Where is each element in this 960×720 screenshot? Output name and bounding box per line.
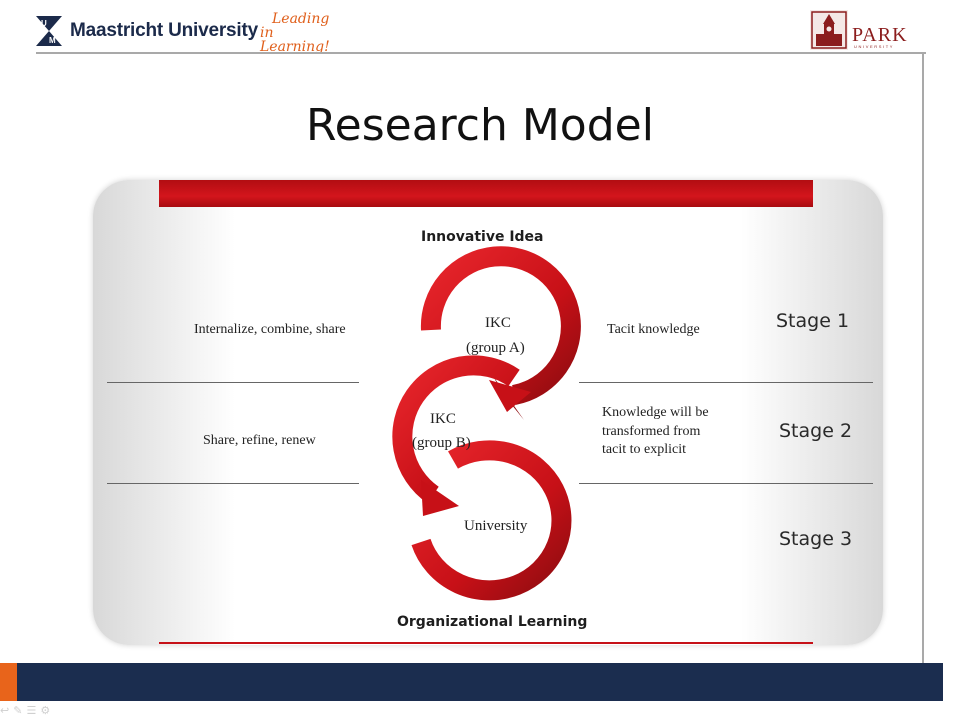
right-text-stage-2-line-1: Knowledge will be [602,405,709,420]
divider-right-2 [579,483,873,484]
pen-icon[interactable]: ✎ [13,705,27,717]
menu-icon[interactable]: ☰ [26,705,41,717]
university-name: Maastricht University [70,20,258,41]
divider-left-1 [107,382,359,383]
node-b-group: (group B) [412,435,471,451]
stage-3-label: Stage 3 [779,528,853,550]
divider-right-1 [579,382,873,383]
tagline-line-2: in Learning! [260,25,330,55]
node-a-title: IKC [485,315,511,331]
header-rule [36,52,926,54]
node-c-title: University [464,518,528,534]
tagline-line-1: Leading [272,11,330,27]
clocktower-icon [810,10,848,50]
cycle-arrow-a [420,246,581,420]
stage-2-label: Stage 2 [779,420,853,442]
left-text-stage-1: Internalize, combine, share [194,322,346,337]
divider-left-2 [107,483,359,484]
panel-top-bar [159,180,813,207]
organizational-learning-label: Organizational Learning [397,614,588,630]
innovative-idea-label: Innovative Idea [421,229,544,245]
partner-sub: UNIVERSITY [854,44,895,49]
badge-letter-m: M [49,36,56,45]
arrow-icon[interactable]: ↩ [0,705,14,717]
node-a-group: (group A) [466,340,525,356]
maastricht-logo: U M Maastricht University Leading in Lea… [36,12,336,54]
park-university-logo: PARK UNIVERSITY [810,10,922,50]
right-text-stage-1: Tacit knowledge [607,322,700,337]
footer-bar [17,663,943,701]
right-text-stage-2-line-3: tacit to explicit [602,442,686,457]
partner-name: PARK [852,24,908,46]
footer-accent [0,663,17,701]
panel-bottom-line [159,642,813,644]
cycle-arrow-b [392,355,520,516]
slide-tools[interactable]: ↩✎☰⚙ [0,704,100,718]
um-badge-icon: U M [36,16,62,46]
settings-icon[interactable]: ⚙ [40,705,55,717]
left-text-stage-2: Share, refine, renew [203,433,316,448]
cycle-arrow-c [411,440,572,601]
slide-title: Research Model [306,100,654,151]
stage-1-label: Stage 1 [776,310,850,332]
tagline: Leading in Learning! [256,11,340,55]
right-rule [922,52,924,672]
badge-letter-u: U [41,19,47,28]
right-text-stage-2-line-2: transformed from [602,424,701,439]
diagram-panel: Innovative Idea Organizational Learning … [93,180,883,645]
node-b-title: IKC [430,411,456,427]
cycle-arrows [392,246,581,601]
